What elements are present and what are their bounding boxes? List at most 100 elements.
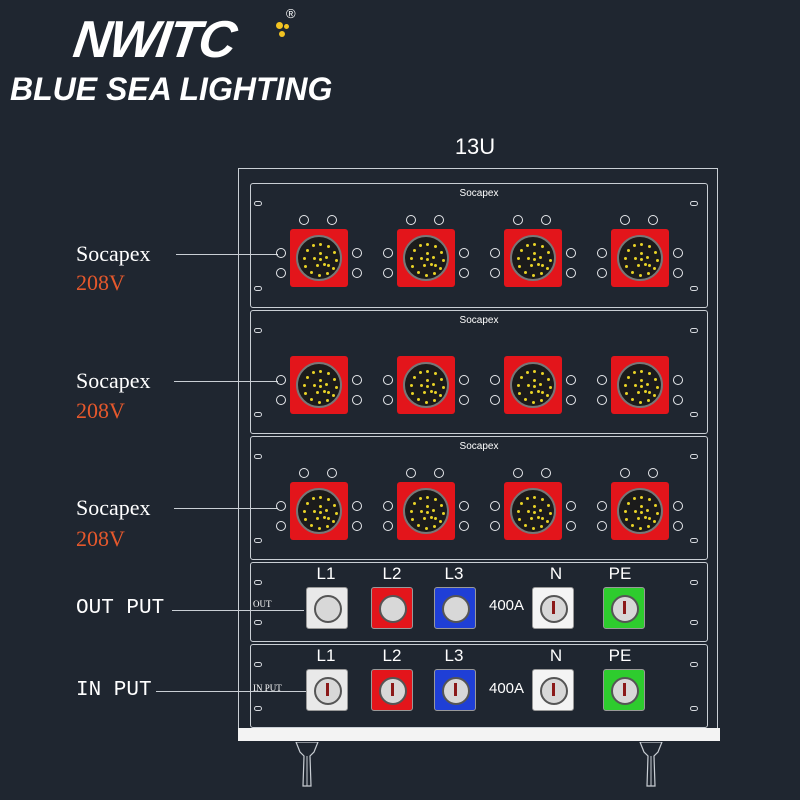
connector-pin — [327, 517, 330, 520]
connector-pin — [656, 512, 659, 515]
connector-pin — [530, 517, 533, 520]
connector-pin — [640, 385, 643, 388]
connector-pin — [537, 390, 540, 393]
socapex-connector-icon — [397, 356, 455, 414]
rack-foot-icon — [639, 742, 663, 787]
connector-pin — [541, 264, 544, 267]
connector-face — [403, 488, 449, 534]
connector-pin — [648, 372, 651, 375]
connector-pin — [654, 504, 657, 507]
mount-hole-icon — [254, 201, 262, 206]
connector-pin — [520, 502, 523, 505]
connector-pin — [644, 516, 647, 519]
mount-screw-icon — [383, 375, 393, 385]
connector-pin — [426, 496, 429, 499]
connector-pin — [303, 384, 306, 387]
connector-ring — [314, 595, 342, 623]
connector-face — [296, 488, 342, 534]
connector-pin — [426, 370, 429, 373]
input-phase-label: L1 — [316, 646, 336, 665]
connector-pin — [323, 263, 326, 266]
voltage-label: 208V — [76, 398, 125, 423]
connector-pin — [624, 510, 627, 513]
mount-screw-icon — [566, 501, 576, 511]
mount-hole-icon — [690, 454, 698, 459]
registered-mark: ® — [286, 6, 296, 21]
socapex-connector-icon — [290, 482, 348, 540]
connector-pin — [634, 510, 637, 513]
connector-pin — [539, 383, 542, 386]
connector-pin — [323, 516, 326, 519]
connector-pin — [518, 392, 521, 395]
connector-pin — [639, 401, 642, 404]
connector-pin — [647, 272, 650, 275]
connector-pin — [442, 512, 445, 515]
mount-hole-icon — [690, 412, 698, 417]
mount-screw-icon — [459, 395, 469, 405]
connector-pin — [434, 498, 437, 501]
output-connector-icon — [532, 587, 574, 629]
mount-screw-icon — [597, 501, 607, 511]
connector-face — [510, 488, 556, 534]
connector-face — [403, 362, 449, 408]
input-side-label: IN PUT — [76, 679, 152, 702]
mount-screw-icon — [673, 521, 683, 531]
output-connector-icon — [306, 587, 348, 629]
mount-screw-icon — [490, 248, 500, 258]
mount-screw-icon — [434, 215, 444, 225]
mount-screw-icon — [648, 215, 658, 225]
connector-pin — [319, 252, 322, 255]
connector-pin — [316, 517, 319, 520]
connector-pin — [527, 510, 530, 513]
voltage-label: 208V — [76, 526, 125, 551]
connector-pin — [333, 378, 336, 381]
panel-title: Socapex — [459, 441, 499, 452]
output-phase-label: PE — [608, 564, 632, 583]
mount-hole-icon — [690, 286, 698, 291]
output-panel: OUT — [250, 562, 708, 642]
connector-pin — [318, 401, 321, 404]
connector-pin — [332, 394, 335, 397]
connector-pin — [540, 272, 543, 275]
connector-pin — [637, 264, 640, 267]
connector-pin — [426, 511, 429, 514]
mount-screw-icon — [620, 215, 630, 225]
connector-pin — [653, 520, 656, 523]
connector-pin — [413, 376, 416, 379]
connector-pin — [640, 511, 643, 514]
connector-pin — [624, 384, 627, 387]
input-phase-label: N — [549, 646, 563, 665]
connector-pin — [426, 505, 429, 508]
mount-screw-icon — [566, 395, 576, 405]
connector-slot — [623, 601, 626, 614]
connector-pin — [644, 390, 647, 393]
socapex-connector-icon — [397, 482, 455, 540]
mount-screw-icon — [299, 215, 309, 225]
mount-screw-icon — [459, 268, 469, 278]
input-phase-label: PE — [608, 646, 632, 665]
connector-pin — [653, 394, 656, 397]
connector-pin — [647, 525, 650, 528]
mount-screw-icon — [513, 468, 523, 478]
connector-face — [296, 235, 342, 281]
connector-pin — [335, 386, 338, 389]
connector-pin — [533, 370, 536, 373]
mount-hole-icon — [690, 538, 698, 543]
connector-pin — [319, 243, 322, 246]
connector-pin — [423, 391, 426, 394]
leader-line — [174, 381, 278, 382]
connector-pin — [432, 256, 435, 259]
connector-pin — [640, 252, 643, 255]
connector-pin — [631, 398, 634, 401]
connector-pin — [410, 384, 413, 387]
socapex-connector-icon — [397, 229, 455, 287]
socapex-connector-icon — [504, 482, 562, 540]
input-connector-icon — [532, 669, 574, 711]
mount-hole-icon — [690, 706, 698, 711]
connector-pin — [326, 272, 329, 275]
connector-pin — [326, 525, 329, 528]
connector-pin — [434, 264, 437, 267]
panel-title: Socapex — [459, 188, 499, 199]
connector-pin — [319, 258, 322, 261]
connector-pin — [306, 376, 309, 379]
